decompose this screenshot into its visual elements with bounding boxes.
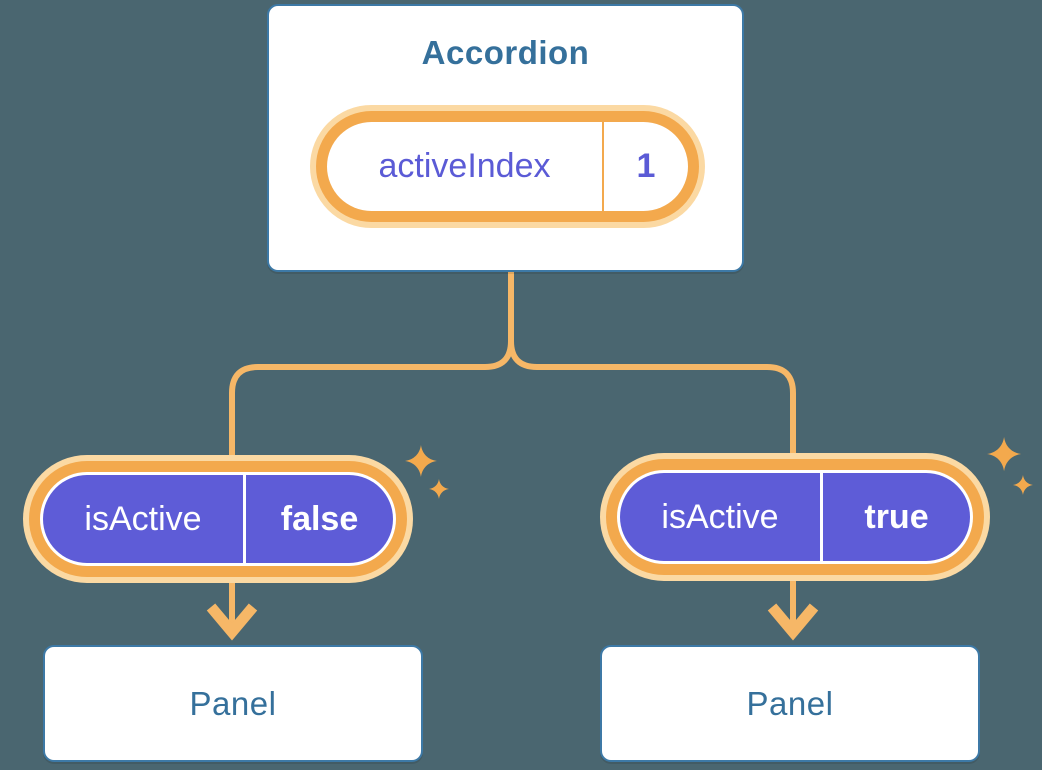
state-value: 1 [636, 147, 656, 185]
connector-line-right [508, 272, 796, 632]
sparkle-icon [405, 445, 437, 477]
prop-pill-isactive-true: isActive true [600, 453, 990, 581]
sparkle-icon [987, 437, 1022, 472]
state-pill: activeIndex 1 [310, 105, 705, 228]
pill-ring: isActive false [29, 461, 407, 577]
arrow-down-icon [206, 603, 258, 641]
pill-ring: activeIndex 1 [316, 111, 699, 222]
prop-label: isActive [84, 499, 202, 538]
prop-label: isActive [661, 497, 779, 536]
pill-divider [243, 475, 246, 563]
state-label: activeIndex [378, 147, 551, 185]
panel-card-left: Panel [43, 645, 423, 762]
sparkle-icon [1013, 475, 1033, 495]
component-title: Accordion [421, 34, 590, 71]
arrow-down-icon [767, 603, 819, 641]
pill-divider [602, 122, 604, 211]
panel-title: Panel [746, 684, 834, 722]
pill-divider [820, 473, 823, 561]
sparkle-icon [429, 479, 449, 499]
panel-title: Panel [189, 684, 277, 722]
panel-card-right: Panel [600, 645, 980, 762]
prop-pill-isactive-false: isActive false [23, 455, 413, 583]
pill-ring: isActive true [606, 459, 984, 575]
prop-value: true [864, 497, 929, 536]
prop-value: false [280, 499, 359, 538]
